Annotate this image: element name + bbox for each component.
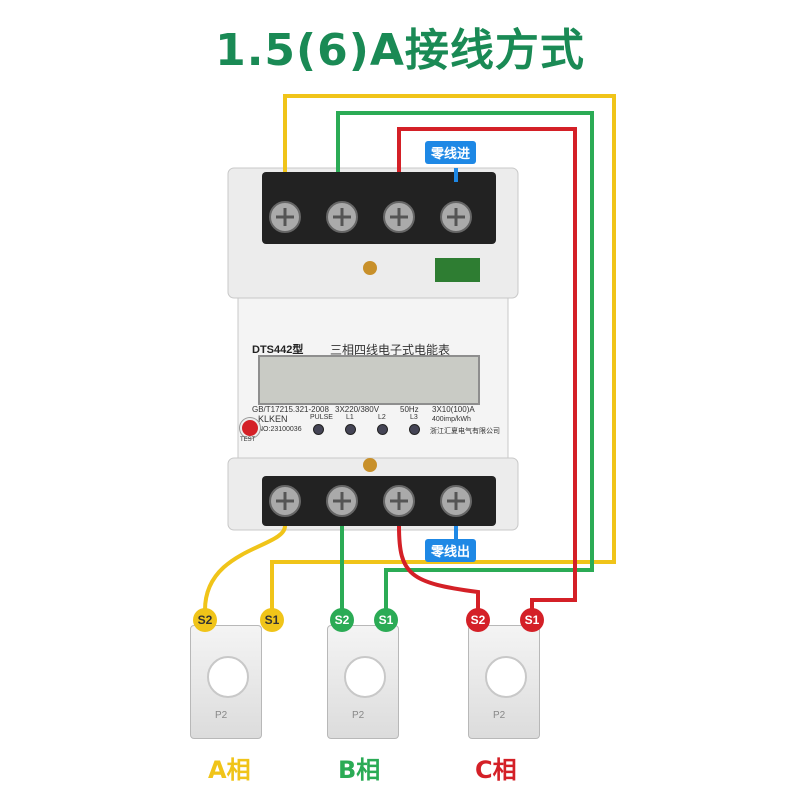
lcd-display xyxy=(258,355,480,405)
meter-constant: 400imp/kWh xyxy=(432,416,471,423)
phase-c-label: C相 xyxy=(475,756,517,784)
l3-led xyxy=(409,424,420,435)
bottom-terminal-block xyxy=(262,476,496,526)
meter-type-name: 三相四线电子式电能表 xyxy=(330,343,451,357)
meter-current: 3X10(100)A xyxy=(432,405,475,414)
top-mount-nut xyxy=(363,261,377,275)
l1-led xyxy=(345,424,356,435)
pulse-output-terminal xyxy=(435,258,480,282)
l3-label: L3 xyxy=(410,414,418,421)
bottom-mount-nut xyxy=(363,458,377,472)
meter-voltage: 3X220/380V xyxy=(335,405,380,414)
phase-a-label: A相 xyxy=(208,756,251,784)
ct-b-window xyxy=(344,656,386,698)
test-label: TEST xyxy=(240,437,256,443)
ct-c-s1-terminal: S1 xyxy=(520,608,544,632)
ct-b-s2-terminal: S2 xyxy=(330,608,354,632)
wire-c-voltage xyxy=(397,127,577,610)
l2-led xyxy=(377,424,388,435)
meter-manufacturer: 浙江汇夏电气有限公司 xyxy=(430,428,500,435)
ct-a-s1-terminal: S1 xyxy=(260,608,284,632)
phase-b-label: B相 xyxy=(338,756,381,784)
wire-a-voltage xyxy=(270,94,616,610)
wire-b-voltage xyxy=(336,111,594,610)
ct-a-p2-label: P2 xyxy=(215,710,228,721)
test-button[interactable] xyxy=(240,418,260,438)
l1-label: L1 xyxy=(346,414,354,421)
top-terminal-screws xyxy=(269,201,472,233)
page-title: 1.5(6)A接线方式 xyxy=(215,25,585,76)
ct-c: P2 xyxy=(468,625,540,739)
meter-brand: KLKEN xyxy=(258,414,288,424)
neutral-out-callout: 零线出 xyxy=(425,539,477,562)
ct-a-s2-terminal: S2 xyxy=(193,608,217,632)
meter-model: DTS442型 xyxy=(252,344,304,356)
pulse-led xyxy=(313,424,324,435)
l2-label: L2 xyxy=(378,414,386,421)
neutral-in-callout: 零线进 xyxy=(425,141,477,164)
ct-a-window xyxy=(207,656,249,698)
ct-c-p2-label: P2 xyxy=(493,710,506,721)
meter-standard: GB/T17215.321-2008 xyxy=(252,405,329,414)
pulse-label: PULSE xyxy=(310,414,333,421)
ct-b-s1-terminal: S1 xyxy=(374,608,398,632)
ct-b: P2 xyxy=(327,625,399,739)
ct-b-p2-label: P2 xyxy=(352,710,365,721)
ct-c-s2-terminal: S2 xyxy=(466,608,490,632)
bottom-terminal-screws xyxy=(269,485,472,517)
meter-frequency: 50Hz xyxy=(400,405,419,414)
ct-c-window xyxy=(485,656,527,698)
top-terminal-block xyxy=(262,172,496,244)
wire-a-s2 xyxy=(203,525,287,611)
ct-a: P2 xyxy=(190,625,262,739)
meter-serial: NO:23100036 xyxy=(258,426,302,433)
wire-c-s2 xyxy=(397,525,480,610)
